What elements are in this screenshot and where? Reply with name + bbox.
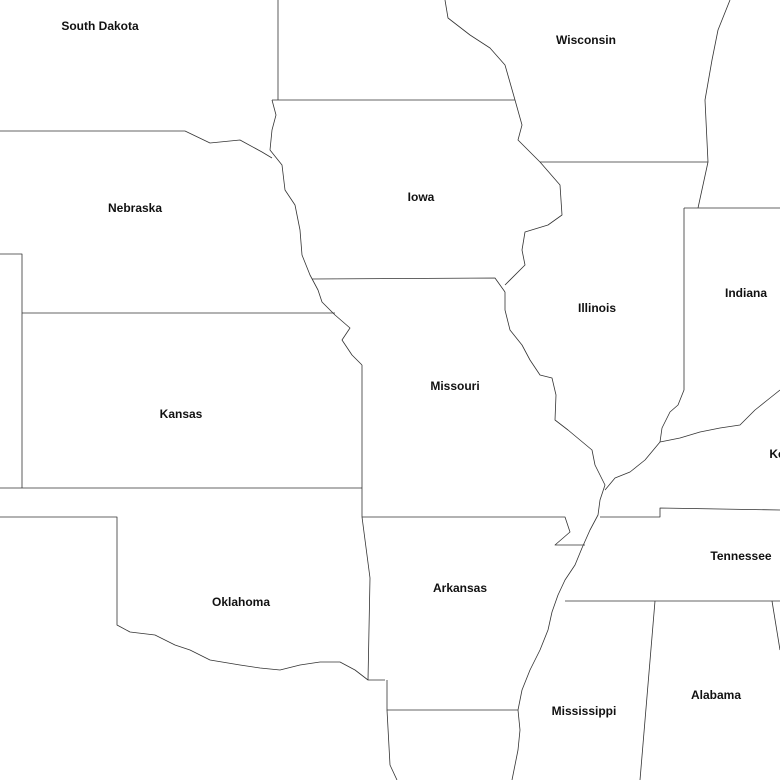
border-ia-mo bbox=[311, 277, 506, 293]
mississippi-river bbox=[504, 292, 606, 780]
label-nebraska: Nebraska bbox=[107, 201, 163, 215]
border-ms-al bbox=[639, 600, 656, 780]
label-wisconsin: Wisconsin bbox=[556, 33, 616, 47]
border-co bbox=[0, 253, 23, 488]
label-arkansas: Arkansas bbox=[432, 581, 488, 595]
lake-michigan-shore bbox=[697, 0, 731, 209]
border-mn-wi bbox=[444, 0, 516, 101]
label-illinois: Illinois bbox=[577, 301, 617, 315]
label-missouri: Missouri bbox=[430, 379, 480, 393]
border-la-tx bbox=[386, 709, 398, 780]
border-in-ky bbox=[659, 389, 780, 443]
label-south-dakota: South Dakota bbox=[61, 19, 139, 33]
label-indiana: Indiana bbox=[724, 286, 768, 300]
label-iowa: Iowa bbox=[407, 190, 435, 204]
border-ia-wi-il bbox=[504, 99, 563, 286]
label-mississippi: Mississippi bbox=[551, 704, 617, 718]
border-il-in bbox=[659, 208, 685, 443]
label-oklahoma: Oklahoma bbox=[211, 595, 271, 609]
label-alabama: Alabama bbox=[690, 688, 742, 702]
label-tennessee: Tennessee bbox=[710, 549, 772, 563]
border-ky-tn bbox=[600, 507, 780, 518]
label-kentucky: Ke bbox=[769, 447, 780, 461]
border-ar-la bbox=[386, 680, 518, 711]
label-kansas: Kansas bbox=[159, 407, 203, 421]
border-al-ga bbox=[771, 600, 780, 651]
border-sd-ne bbox=[0, 130, 273, 159]
border-il-ky bbox=[604, 441, 661, 491]
border-ia-ne bbox=[269, 99, 363, 366]
border-mo-ar bbox=[362, 516, 585, 546]
border-ok-tx bbox=[0, 516, 385, 681]
border-ok-ar bbox=[361, 516, 371, 681]
